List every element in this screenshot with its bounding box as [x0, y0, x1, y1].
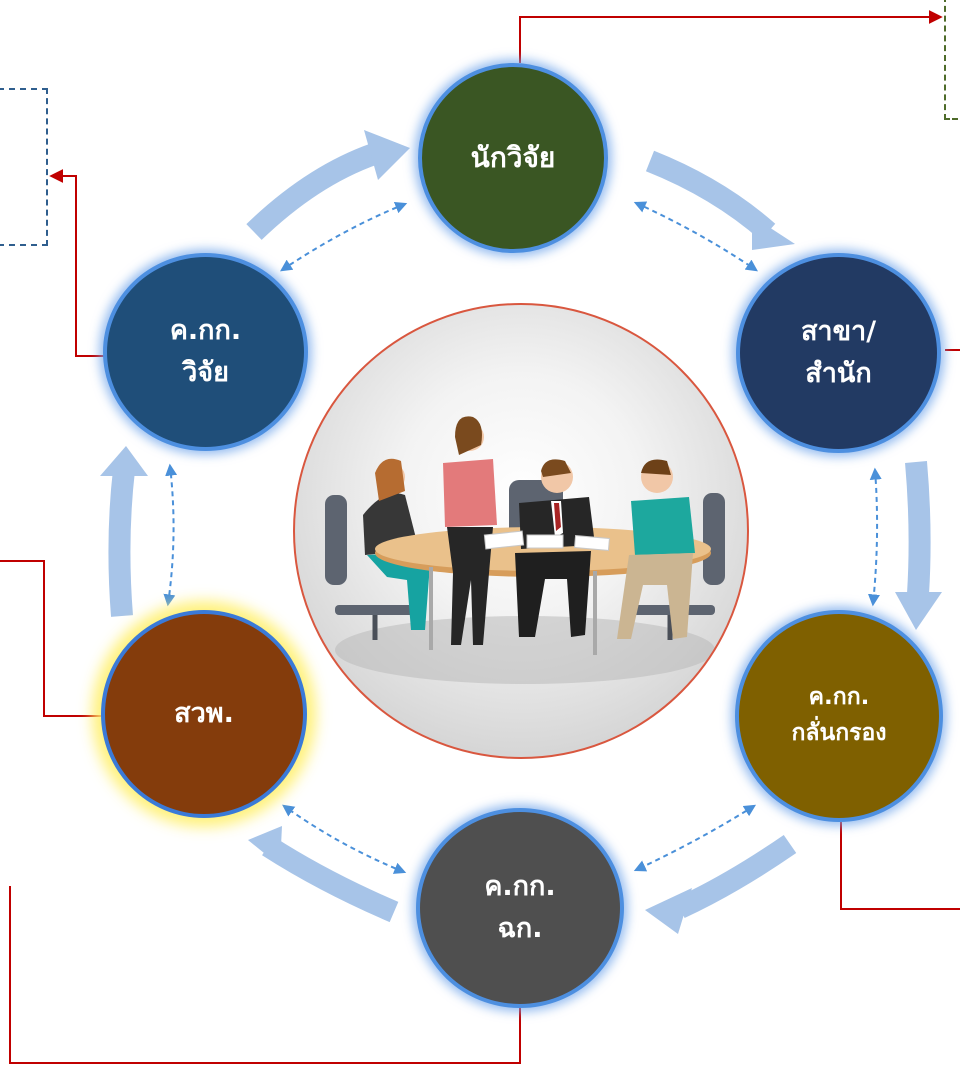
cycle-arrow-bottom-right: [675, 834, 797, 918]
node-screening-committee[interactable]: ค.กก. กลั่นกรอง: [735, 610, 943, 822]
cycle-arrow-left: [108, 468, 135, 617]
node-committee-line2: วิจัย: [182, 357, 229, 388]
node-executive-line2: ฉก.: [497, 913, 543, 944]
node-committee-line1: ค.กก.: [169, 315, 242, 347]
node-research-institute[interactable]: สวพ.: [101, 610, 307, 818]
cycle-arrow-heads: [100, 130, 942, 934]
node-branch-line1: สาขา/: [800, 316, 877, 348]
node-branch-line2: สำนัก: [805, 358, 872, 389]
node-screening-line1: ค.กก.: [808, 684, 870, 711]
node-researcher-label: นักวิจัย: [470, 141, 556, 175]
cycle-arrow-right: [905, 461, 931, 595]
left-note-box: [0, 88, 48, 246]
dashed-links: [163, 201, 882, 874]
node-screening-line2: กลั่นกรอง: [791, 720, 887, 746]
node-research-committee[interactable]: ค.กก. วิจัย: [103, 253, 308, 451]
cycle-arrow-top-left: [246, 143, 378, 240]
cycle-arrow-top-right: [645, 150, 776, 241]
node-institute-label: สวพ.: [174, 698, 234, 730]
cycle-arrow-bottom-left: [262, 836, 399, 923]
business-meeting-illustration: [293, 303, 749, 759]
node-researcher[interactable]: นักวิจัย: [418, 63, 608, 253]
red-connectors: [0, 10, 960, 1064]
node-executive-line1: ค.กก.: [484, 871, 556, 903]
cycle-arrows: [108, 143, 931, 923]
node-executive-committee[interactable]: ค.กก. ฉก.: [416, 808, 624, 1008]
right-note-box: [944, 0, 960, 120]
node-branch-office[interactable]: สาขา/ สำนัก: [736, 253, 941, 453]
